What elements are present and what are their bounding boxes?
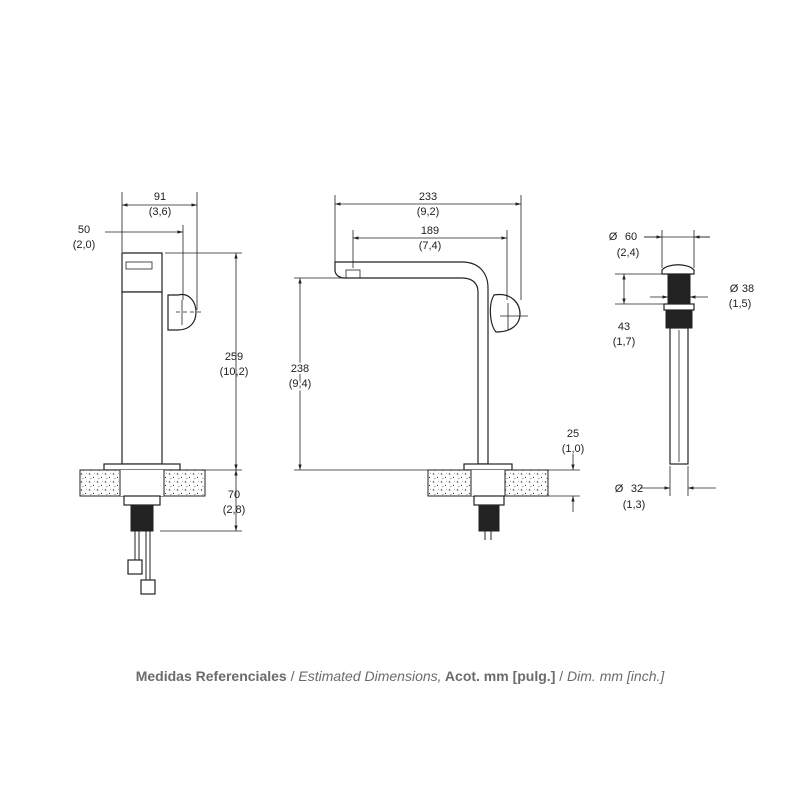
front-shank	[478, 504, 500, 532]
drain-body-dia-mm: 38	[742, 283, 754, 295]
caption-english-units: Dim. mm [inch.]	[567, 668, 665, 684]
front-height-in: (9,4)	[289, 378, 312, 390]
drain-cap-dia-mm: 60	[625, 231, 637, 243]
front-reach-mm: 189	[421, 225, 439, 237]
side-below-in: (2,8)	[223, 504, 246, 516]
drain-height-in: (1,7)	[613, 336, 636, 348]
side-faucet-body	[121, 252, 163, 293]
front-spout	[334, 261, 489, 465]
front-reach-in: (7,4)	[419, 240, 442, 252]
drain-cap	[661, 264, 695, 275]
side-width-mm: 91	[154, 191, 166, 203]
side-nut	[123, 495, 161, 506]
front-total-in: (9,2)	[417, 206, 440, 218]
drain-cap-dia-in: (2,4)	[617, 247, 640, 259]
drain-height-mm: 43	[618, 321, 630, 333]
side-spout-outlet	[125, 261, 153, 270]
front-base-flange	[463, 463, 513, 471]
front-total-mm: 233	[419, 191, 437, 203]
side-base-flange	[103, 463, 181, 471]
side-view: 91 (3,6) 50 (2,0) 259 (10,2) 70 (2,8)	[73, 191, 249, 595]
front-deck-mm: 25	[567, 428, 579, 440]
side-hose-fitting-1	[127, 559, 143, 575]
side-offset-mm: 50	[78, 224, 90, 236]
side-offset-in: (2,0)	[73, 239, 96, 251]
drain-cap-dia-symbol: Ø	[609, 231, 618, 243]
caption-english: Estimated Dimensions,	[298, 668, 442, 684]
side-height-in: (10,2)	[220, 366, 249, 378]
side-faucet-column	[121, 291, 163, 465]
front-deck-in: (1,0)	[562, 443, 585, 455]
drain-body	[667, 273, 691, 305]
caption-separator-2: /	[555, 668, 568, 684]
caption-separator-1: /	[286, 668, 299, 684]
drain-pipe-dia-in: (1,3)	[623, 499, 646, 511]
side-height-mm: 259	[225, 351, 243, 363]
dimensions-caption: Medidas Referenciales / Estimated Dimens…	[0, 668, 800, 684]
drain-collar	[665, 309, 693, 329]
side-shank	[130, 504, 154, 532]
front-height-mm: 238	[291, 363, 309, 375]
front-nut	[473, 495, 505, 506]
drain-pipe-dia-mm: 32	[631, 483, 643, 495]
caption-spanish-units: Acot. mm [pulg.]	[441, 668, 556, 684]
front-lever-handle	[489, 293, 521, 333]
drain-pipe-dia-symbol: Ø	[615, 483, 624, 495]
drain-view: Ø 60 (2,4) Ø 38 (1,5) 43 (1,7) Ø 32 (1,3…	[609, 230, 754, 511]
drain-body-dia-in: (1,5)	[729, 298, 752, 310]
side-below-mm: 70	[228, 489, 240, 501]
side-hose-fitting-2	[140, 579, 156, 595]
caption-spanish: Medidas Referenciales	[135, 668, 287, 684]
front-view: 233 (9,2) 189 (7,4) 238 (9,4) 25 (1,0)	[287, 191, 585, 540]
side-width-in: (3,6)	[149, 206, 172, 218]
drain-body-dia-symbol: Ø	[730, 283, 739, 295]
front-aerator	[345, 269, 361, 279]
